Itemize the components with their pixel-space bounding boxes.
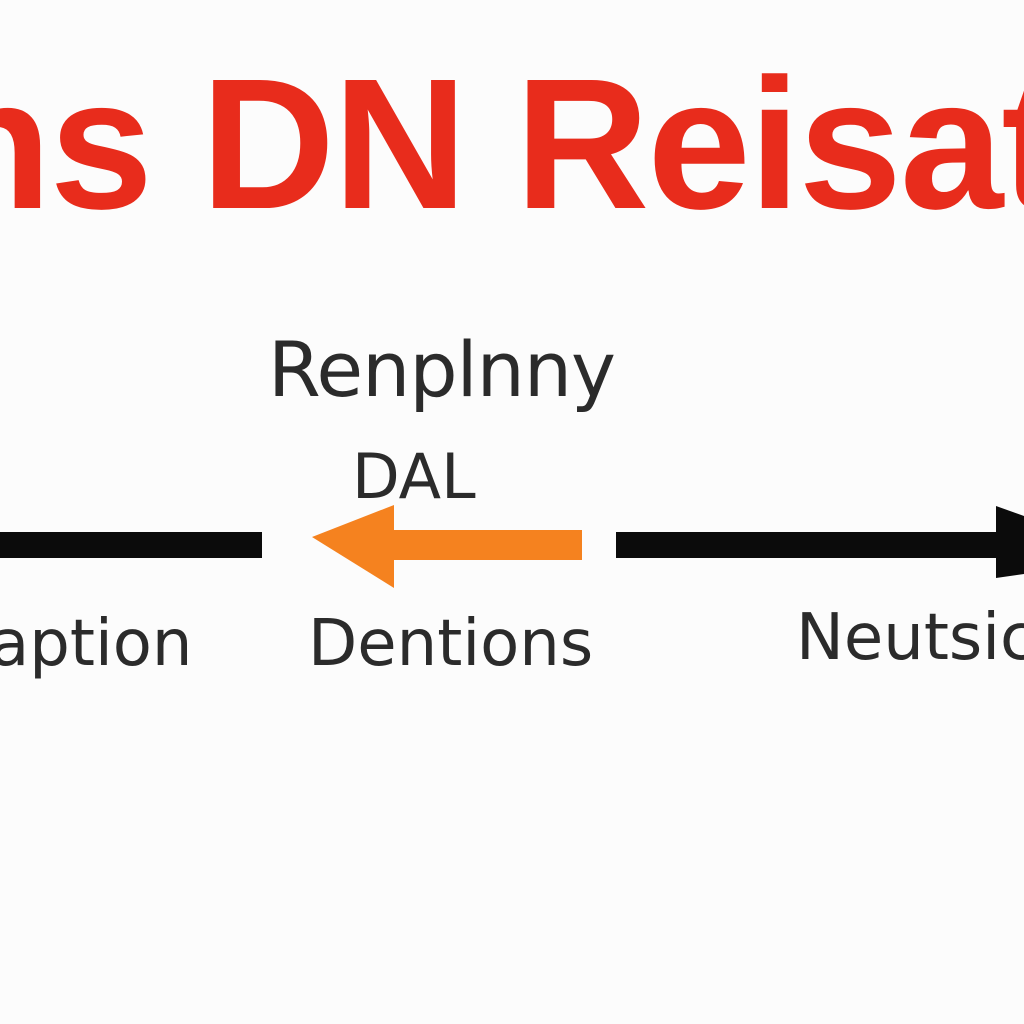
middle-label: DAL [352,440,476,513]
orange-left-arrow [312,505,582,588]
diagram-title: ns DN Reisatin [0,41,1024,248]
black-right-arrow [616,506,1024,578]
top-label: Renplnny [268,325,616,414]
right-label: Neutsic [796,601,1024,675]
center-label: Dentions [308,607,594,681]
orange-arrow-head [312,505,394,588]
black-arrow-head [996,506,1024,578]
left-label: aption [0,607,193,681]
